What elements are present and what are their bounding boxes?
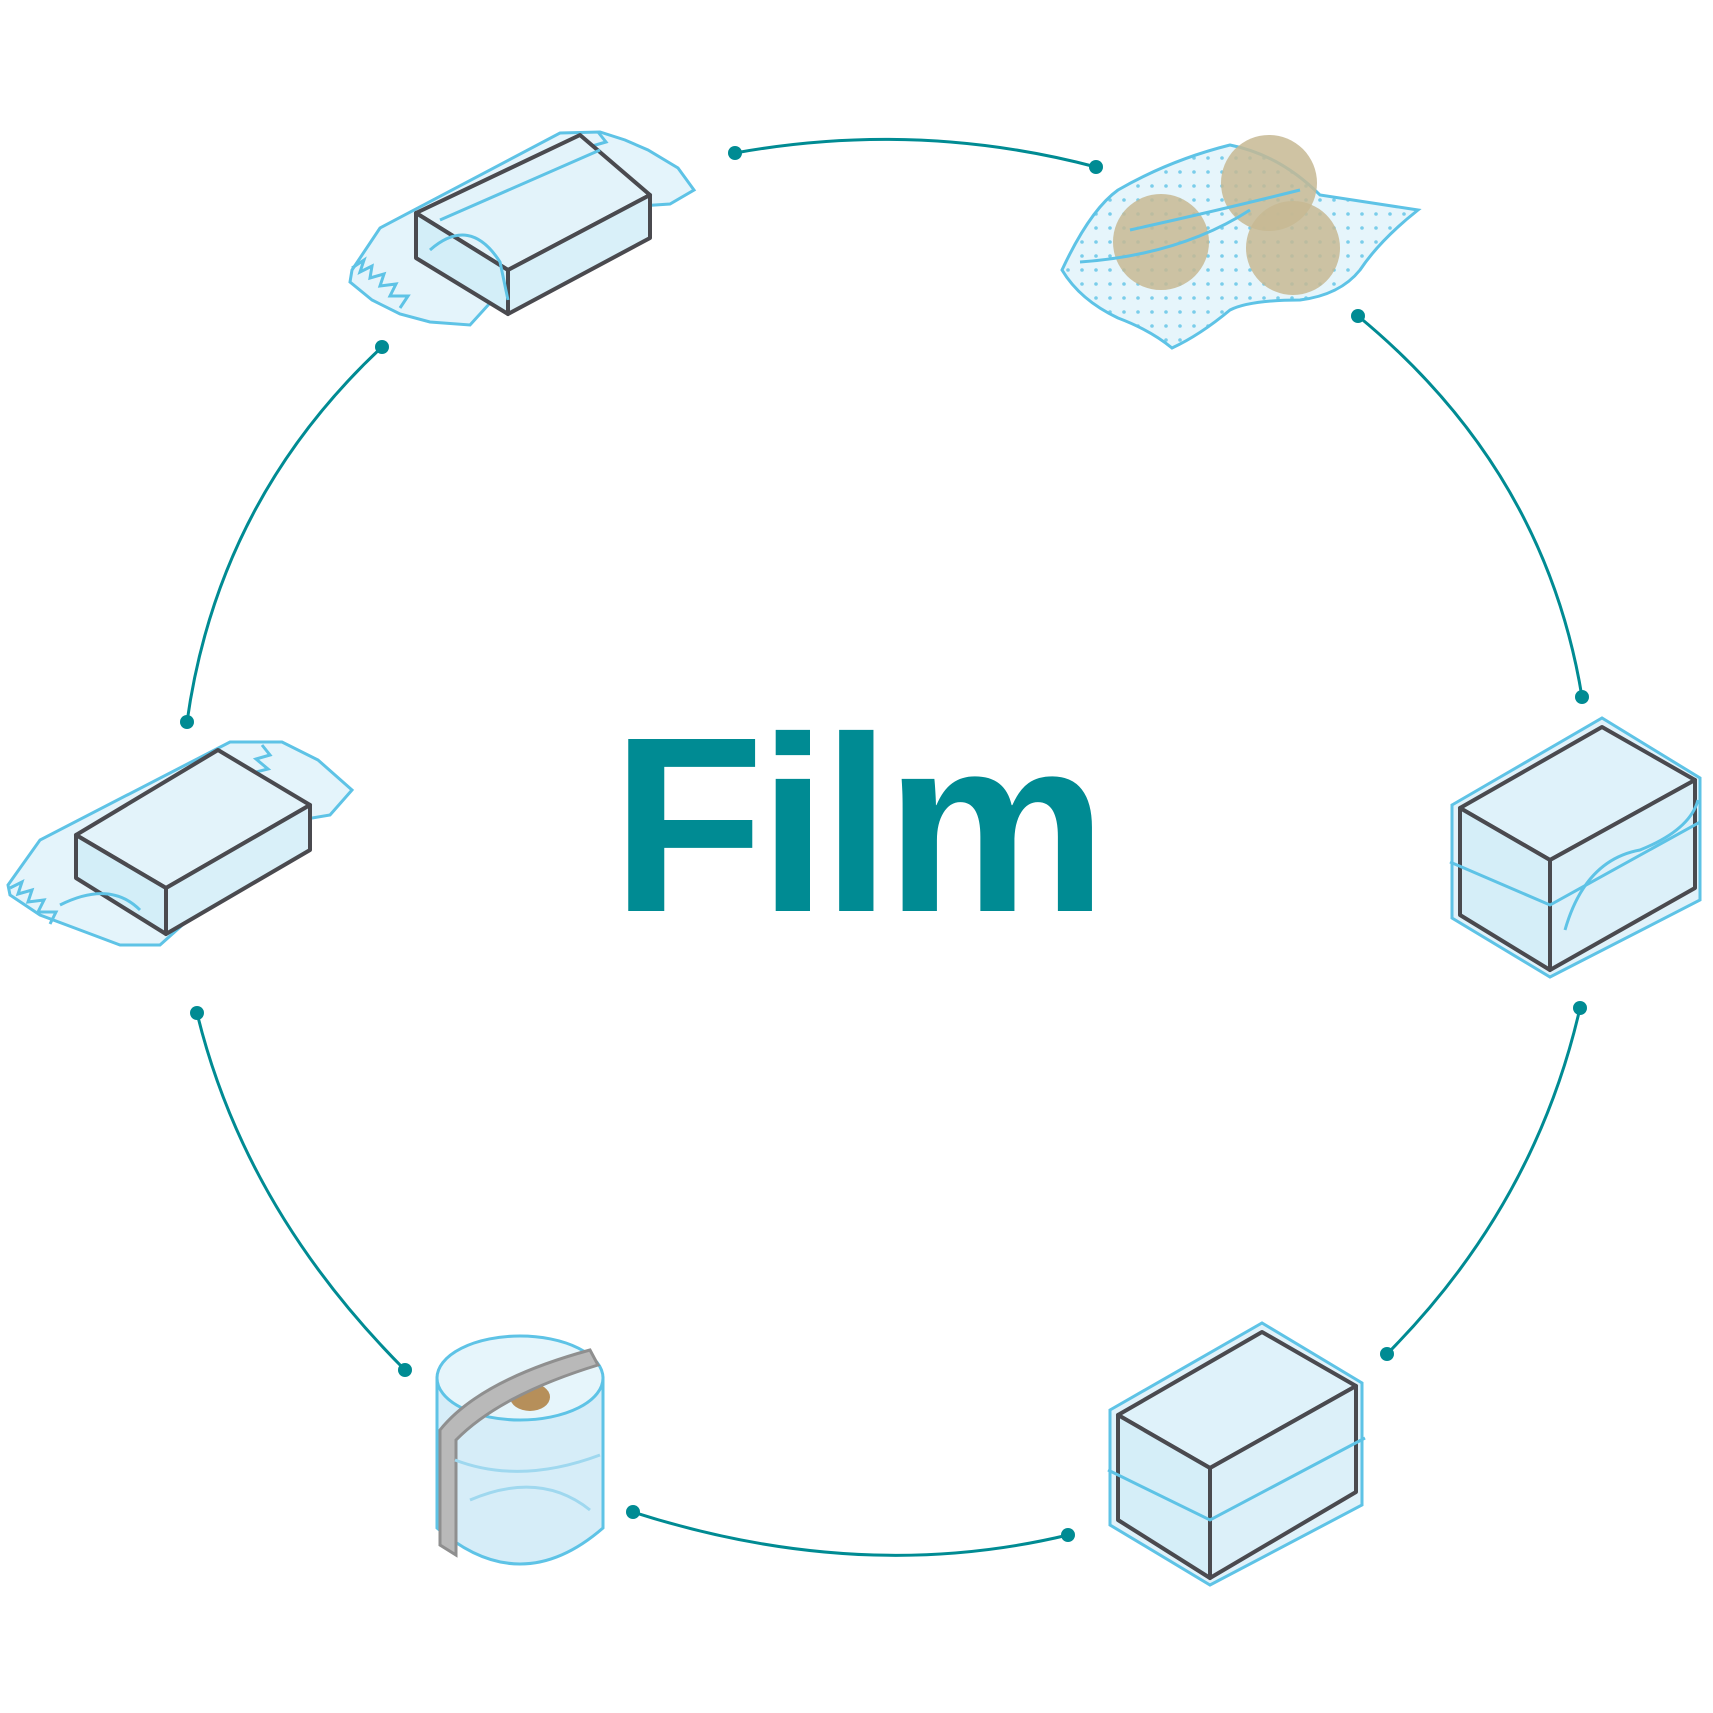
flow-wrapped-bar-icon (348, 130, 697, 327)
cycle-dots (180, 146, 1589, 1542)
dot (1089, 160, 1103, 174)
dot (728, 146, 742, 160)
dot (1061, 1528, 1075, 1542)
dot (1380, 1347, 1394, 1361)
arc-lower-right (1385, 1007, 1582, 1356)
cycle-arcs (185, 137, 1584, 1557)
dot (1573, 1001, 1587, 1015)
perforated-bag-with-rolls-icon (1060, 135, 1422, 350)
arc-upper-right (1357, 314, 1584, 698)
arc-top (734, 137, 1097, 169)
film-roll-icon (435, 1334, 605, 1566)
dot (398, 1363, 412, 1377)
dot (626, 1505, 640, 1519)
shrink-wrapped-box-icon (1449, 716, 1702, 979)
dot (1351, 309, 1365, 323)
banded-wrapped-box-icon (1107, 1321, 1366, 1587)
flow-wrapped-box-icon (6, 740, 355, 947)
dot (1575, 690, 1589, 704)
arc-bottom (632, 1510, 1069, 1557)
dot (190, 1006, 204, 1020)
dot (180, 715, 194, 729)
arc-lower-left (195, 1012, 407, 1372)
arc-upper-left (185, 345, 384, 723)
dot (375, 340, 389, 354)
